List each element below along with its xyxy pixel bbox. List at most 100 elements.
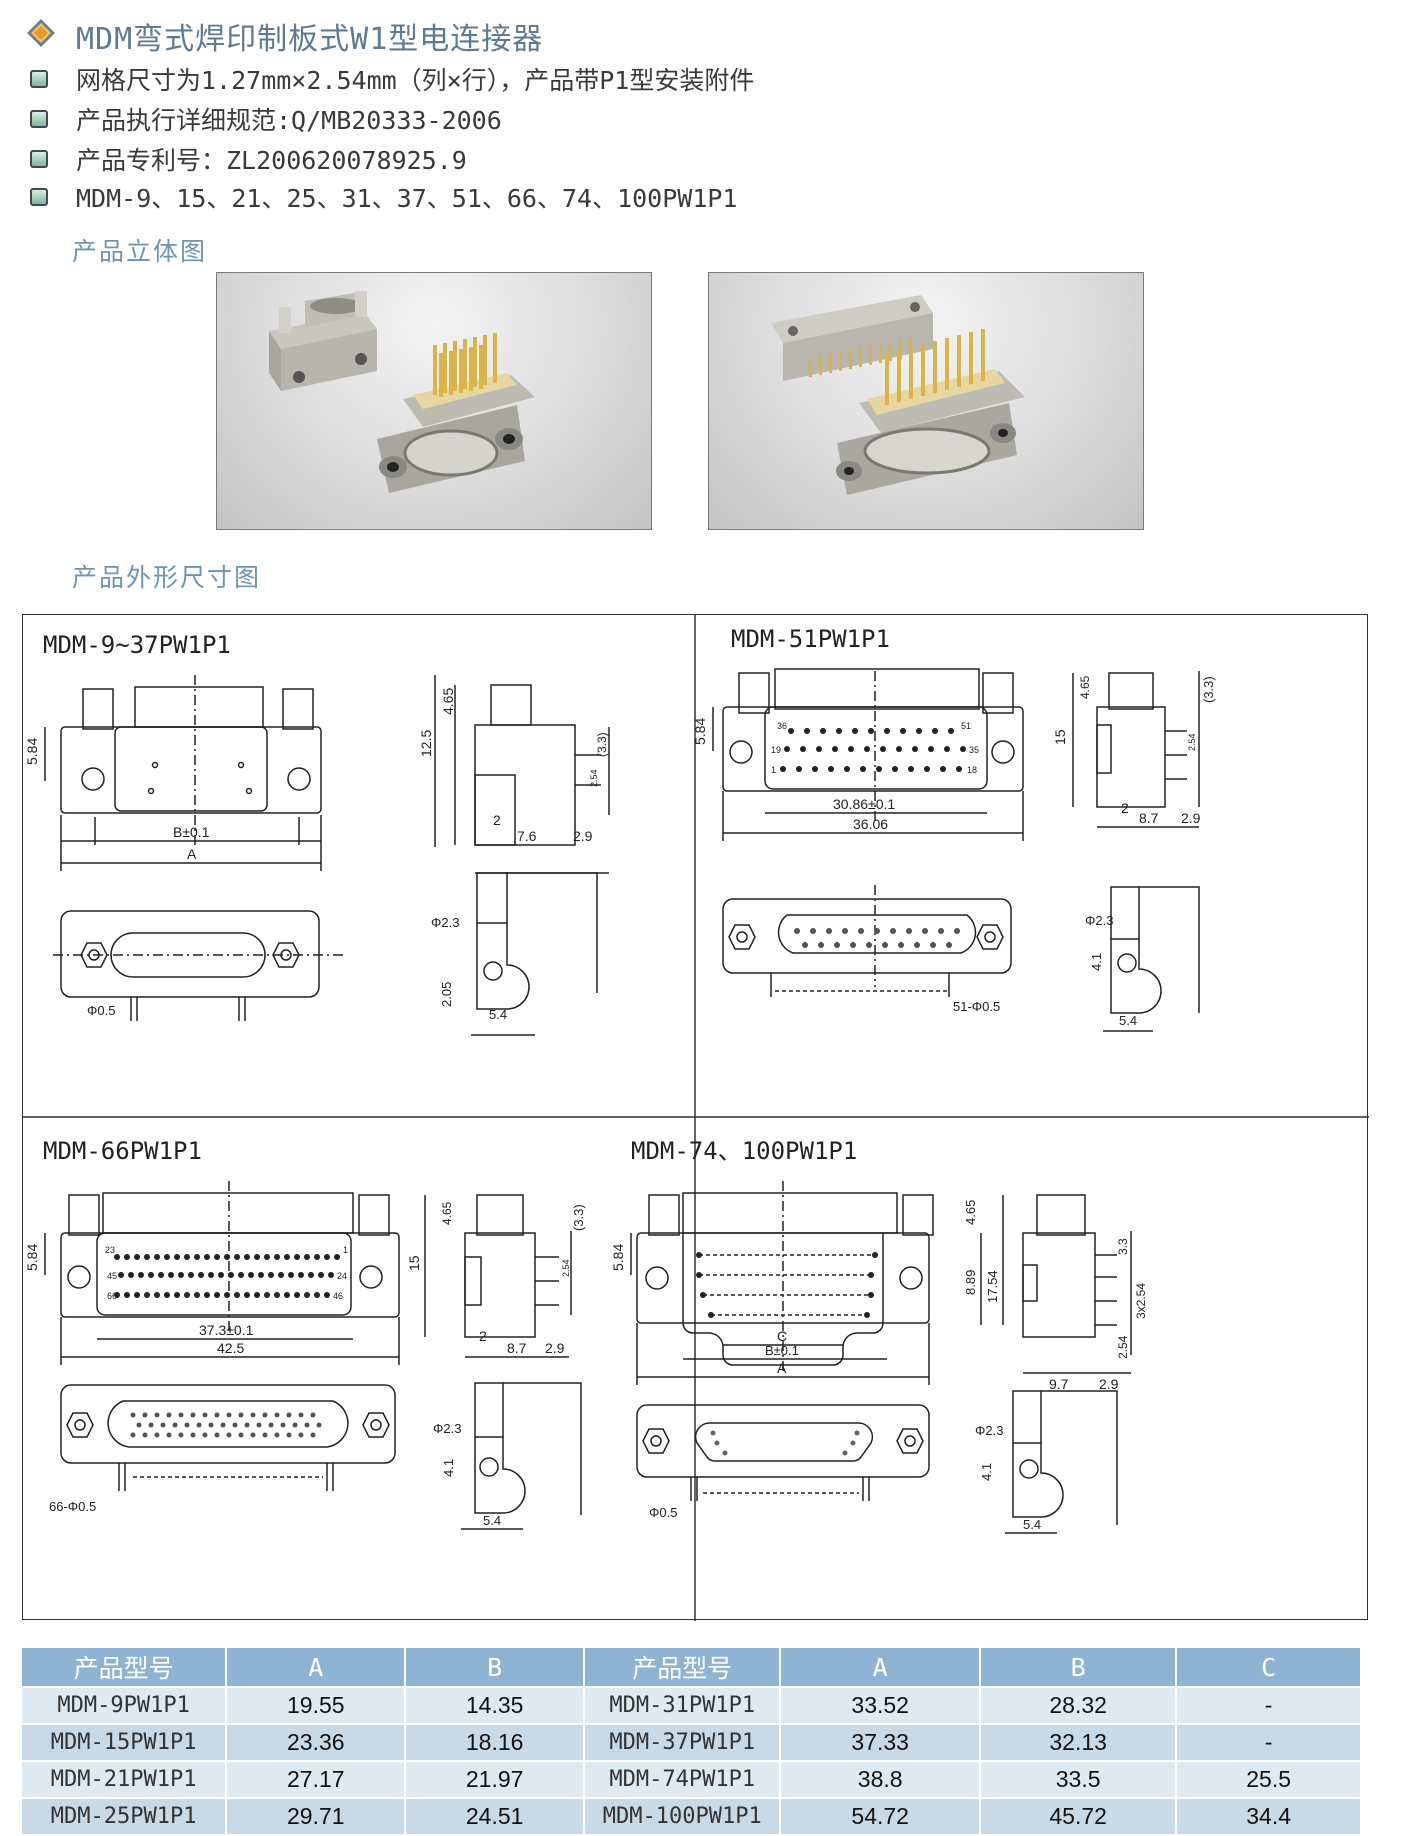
svg-text:42.5: 42.5 xyxy=(217,1340,244,1356)
svg-text:2.9: 2.9 xyxy=(1099,1376,1119,1392)
svg-text:9.7: 9.7 xyxy=(1049,1376,1069,1392)
svg-text:15: 15 xyxy=(406,1255,422,1271)
svg-text:36.06: 36.06 xyxy=(853,816,888,832)
svg-text:5.4: 5.4 xyxy=(1119,1013,1137,1028)
panel-mdm-74-100-labels: MDM-74、100PW1P1 5.84 C B±0.1 A 8.89 17.5… xyxy=(610,1137,1148,1532)
svg-text:36: 36 xyxy=(777,721,787,731)
table-header: A xyxy=(226,1648,407,1687)
svg-text:23: 23 xyxy=(105,1245,115,1255)
svg-text:66: 66 xyxy=(107,1291,117,1301)
svg-text:35: 35 xyxy=(969,745,979,755)
svg-text:5.4: 5.4 xyxy=(489,1007,507,1022)
svg-text:12.5: 12.5 xyxy=(418,730,434,757)
svg-text:51: 51 xyxy=(961,721,971,731)
panel-mdm-66-labels: MDM-66PW1P1 5.84 37.3±0.1 42.5 15 4.65 (… xyxy=(24,1137,586,1528)
table-header: 产品型号 xyxy=(584,1648,782,1687)
panel-mdm-51-labels: MDM-51PW1P1 5.84 30.86±0.1 36.06 15 4.65… xyxy=(692,625,1216,1028)
svg-text:A: A xyxy=(777,1360,787,1376)
table-row: MDM-15PW1P1 23.36 18.16 MDM-37PW1P1 37.3… xyxy=(22,1723,1362,1761)
square-bullet-icon xyxy=(30,150,48,168)
svg-text:24: 24 xyxy=(337,1271,347,1281)
svg-text:4.65: 4.65 xyxy=(1078,675,1092,699)
svg-text:5.4: 5.4 xyxy=(483,1513,501,1528)
svg-text:B±0.1: B±0.1 xyxy=(765,1343,799,1358)
svg-text:2.54: 2.54 xyxy=(589,769,599,787)
svg-text:4.1: 4.1 xyxy=(1089,953,1104,971)
svg-text:3.3: 3.3 xyxy=(1116,1238,1130,1255)
svg-text:2.54: 2.54 xyxy=(561,1259,571,1277)
svg-text:3x2.54: 3x2.54 xyxy=(1134,1283,1148,1319)
panel-mdm-9-37-labels: MDM-9~37PW1P1 5.84 B±0.1 A 12.5 4.65 (3.… xyxy=(24,631,609,1022)
panel-mdm-51 xyxy=(712,668,1200,1032)
spec-line-models: MDM-9、15、21、25、31、37、51、66、74、100PW1P1 xyxy=(30,180,738,214)
svg-text:A: A xyxy=(187,846,197,862)
square-bullet-icon xyxy=(30,188,48,206)
svg-text:2: 2 xyxy=(1121,800,1129,816)
connector-render-front xyxy=(836,329,1025,495)
svg-text:5.84: 5.84 xyxy=(610,1244,626,1271)
panel-mdm-66 xyxy=(44,1181,582,1530)
panel-1-label: MDM-9~37PW1P1 xyxy=(43,631,231,659)
spec-line-patent: 产品专利号：ZL200620078925.9 xyxy=(30,142,467,176)
svg-text:2.9: 2.9 xyxy=(545,1340,565,1356)
svg-text:C: C xyxy=(777,1328,787,1344)
product-photo-right xyxy=(708,272,1144,530)
svg-text:4.1: 4.1 xyxy=(979,1463,994,1481)
svg-text:4.65: 4.65 xyxy=(440,688,456,715)
panel-3-label: MDM-66PW1P1 xyxy=(43,1137,202,1165)
table-header: A xyxy=(780,1648,982,1687)
svg-text:5.84: 5.84 xyxy=(24,738,40,765)
svg-text:2.9: 2.9 xyxy=(573,828,593,844)
table-header: B xyxy=(980,1648,1178,1687)
svg-text:2.54: 2.54 xyxy=(1187,733,1197,751)
svg-text:19: 19 xyxy=(771,745,781,755)
svg-text:Φ2.3: Φ2.3 xyxy=(431,915,459,930)
svg-text:2.05: 2.05 xyxy=(439,982,454,1007)
connector-render-front xyxy=(377,333,535,493)
svg-text:(3.3): (3.3) xyxy=(595,732,609,757)
svg-text:18: 18 xyxy=(967,765,977,775)
svg-text:8.7: 8.7 xyxy=(507,1340,527,1356)
spec-line-grid: 网格尺寸为1.27mm×2.54mm（列×行），产品带P1型安装附件 xyxy=(30,62,754,96)
svg-text:Φ0.5: Φ0.5 xyxy=(87,1003,115,1018)
square-bullet-icon xyxy=(30,110,48,128)
svg-text:(3.3): (3.3) xyxy=(571,1204,586,1231)
photos-section-title: 产品立体图 xyxy=(72,237,208,266)
table-header: 产品型号 xyxy=(22,1648,228,1687)
svg-text:8.7: 8.7 xyxy=(1139,810,1159,826)
table-header: B xyxy=(405,1648,586,1687)
table-row: MDM-25PW1P1 29.71 24.51 MDM-100PW1P1 54.… xyxy=(22,1797,1362,1834)
svg-text:2: 2 xyxy=(479,1328,487,1344)
table-row: MDM-21PW1P1 27.17 21.97 MDM-74PW1P1 38.8… xyxy=(22,1760,1362,1798)
svg-text:45: 45 xyxy=(107,1271,117,1281)
square-bullet-icon xyxy=(30,70,48,88)
svg-text:Φ2.3: Φ2.3 xyxy=(1085,913,1113,928)
svg-text:5.84: 5.84 xyxy=(692,718,708,745)
connector-render-back xyxy=(269,291,377,391)
svg-text:Φ2.3: Φ2.3 xyxy=(975,1423,1003,1438)
svg-text:Φ2.3: Φ2.3 xyxy=(433,1421,461,1436)
svg-text:2: 2 xyxy=(493,812,501,828)
table-header-row: 产品型号 A B 产品型号 A B C xyxy=(22,1648,1362,1687)
svg-text:B±0.1: B±0.1 xyxy=(173,824,210,840)
panel-mdm-66-pins xyxy=(114,1254,340,1438)
panel-mdm-51-pins xyxy=(780,728,966,948)
svg-text:5.84: 5.84 xyxy=(24,1244,40,1271)
svg-text:4.65: 4.65 xyxy=(963,1200,978,1225)
dimension-drawings: MDM-9~37PW1P1 5.84 B±0.1 A 12.5 4.65 (3.… xyxy=(22,614,1369,1621)
dimension-table: 产品型号 A B 产品型号 A B C MDM-9PW1P1 19.55 14.… xyxy=(22,1648,1362,1834)
svg-text:46: 46 xyxy=(333,1291,343,1301)
svg-text:(3.3): (3.3) xyxy=(1201,676,1216,703)
panel-mdm-74-100-pins xyxy=(696,1252,878,1456)
page-title: MDM弯式焊印制板式W1型电连接器 xyxy=(76,22,544,57)
svg-text:7.6: 7.6 xyxy=(517,828,537,844)
table-row: MDM-9PW1P1 19.55 14.35 MDM-31PW1P1 33.52… xyxy=(22,1686,1362,1724)
diamond-bullet-icon xyxy=(27,19,55,47)
svg-text:51-Φ0.5: 51-Φ0.5 xyxy=(953,999,1000,1014)
svg-text:8.89: 8.89 xyxy=(963,1270,978,1295)
panel-4-label: MDM-74、100PW1P1 xyxy=(631,1137,857,1165)
table-header: C xyxy=(1176,1648,1362,1687)
svg-text:2.54: 2.54 xyxy=(1116,1335,1130,1359)
svg-text:4.1: 4.1 xyxy=(441,1459,456,1477)
svg-text:4.65: 4.65 xyxy=(440,1201,454,1225)
